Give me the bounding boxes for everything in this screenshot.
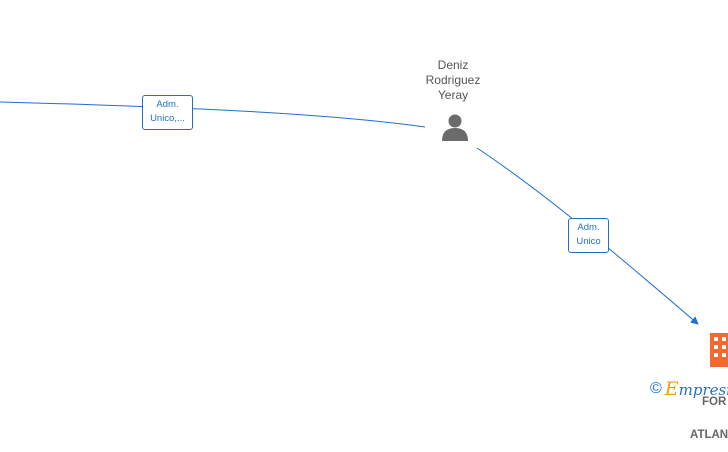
person-name[interactable]: Deniz Rodriguez Yeray <box>408 58 498 103</box>
edge-left-line <box>0 101 426 128</box>
brand-initial: E <box>664 378 679 400</box>
edge-layer <box>0 101 699 325</box>
edge-label-left-line-2: Unico,... <box>150 113 185 124</box>
person-icon[interactable] <box>440 112 470 142</box>
edge-label-left-line-1: Adm. <box>156 99 179 110</box>
person-name-line-3: Yeray <box>437 88 469 102</box>
brand-logo: Empresia <box>665 378 728 400</box>
person-name-line-2: Rodriguez <box>425 73 481 87</box>
edge-label-right-line-1: Adm. <box>577 222 600 233</box>
copyright-symbol: © <box>650 380 662 397</box>
edge-label-right[interactable]: Adm. Unico <box>568 218 609 253</box>
brand-name: mpresia <box>678 381 728 399</box>
edge-label-right-line-2: Unico <box>576 236 601 247</box>
building-icon[interactable] <box>710 333 728 367</box>
company-name-line-2: ATLAN <box>690 429 728 441</box>
person-name-line-1: Deniz <box>437 58 469 72</box>
footer-watermark: © Empresia <box>650 378 728 400</box>
edge-label-left[interactable]: Adm. Unico,... <box>142 95 193 130</box>
